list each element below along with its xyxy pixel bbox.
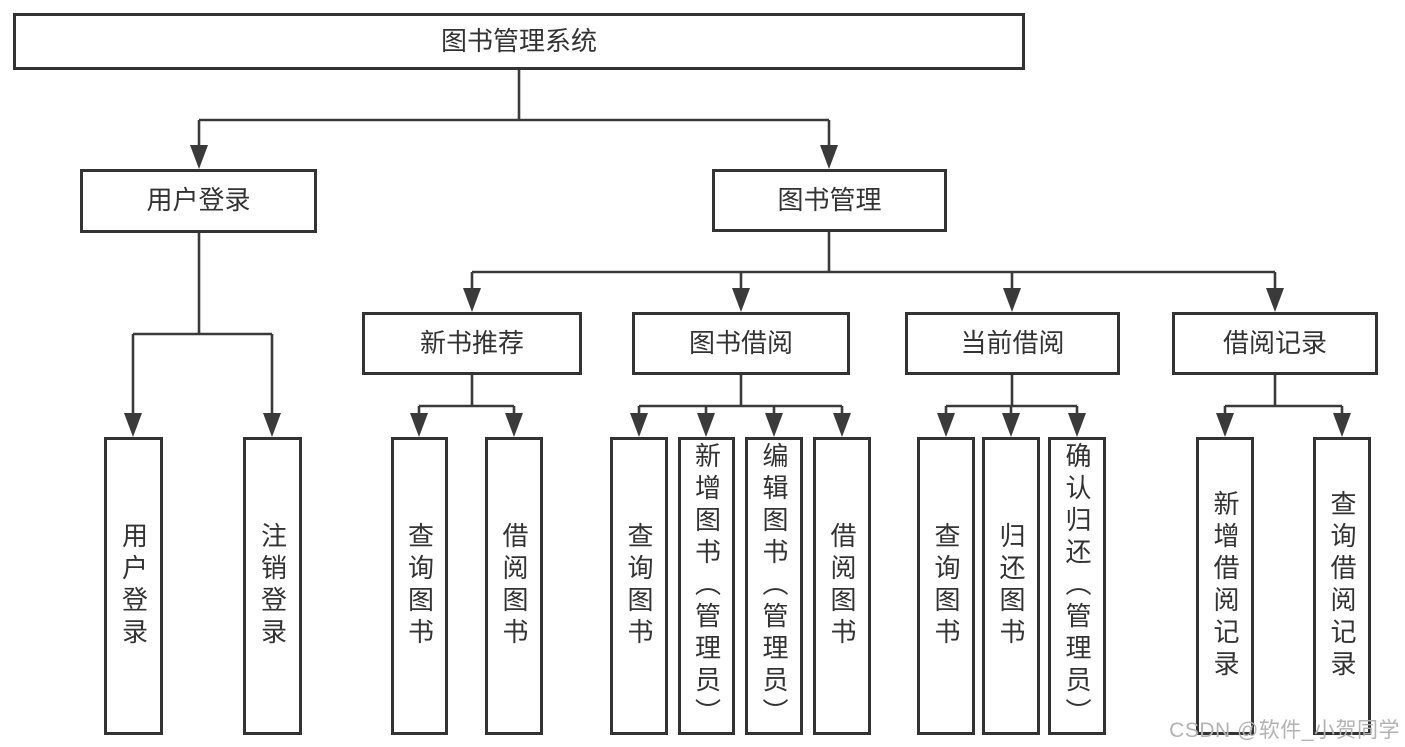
leaf-edit-book-admin: 编辑图书（管理员）: [745, 437, 803, 735]
leaf-add-borrow-record: 新增借阅记录: [1196, 437, 1254, 735]
leaf-query-books-recommend: 查询图书: [391, 437, 448, 735]
leaf-borrow-books: 借阅图书: [813, 437, 871, 735]
leaf-query-borrow-record: 查询借阅记录: [1313, 437, 1371, 735]
leaf-user-login: 用户登录: [104, 437, 163, 735]
leaf-logout: 注销登录: [243, 437, 302, 735]
connector-edges: [131, 70, 1344, 418]
node-root-system: 图书管理系统: [13, 13, 1025, 70]
leaf-return-book: 归还图书: [982, 437, 1040, 735]
leaf-add-book-admin: 新增图书（管理员）: [678, 437, 735, 735]
leaf-borrow-books-recommend: 借阅图书: [485, 437, 543, 735]
leaf-query-books-current: 查询图书: [917, 437, 975, 735]
node-borrowing-records: 借阅记录: [1172, 312, 1378, 375]
node-new-book-recommend: 新书推荐: [362, 312, 582, 375]
node-current-borrowing: 当前借阅: [905, 312, 1120, 375]
node-user-login: 用户登录: [80, 169, 317, 233]
node-book-borrowing: 图书借阅: [632, 312, 850, 375]
arrowheads: [124, 145, 1351, 437]
node-book-management: 图书管理: [712, 169, 947, 232]
leaf-query-books-borrowing: 查询图书: [610, 437, 668, 735]
leaf-confirm-return-admin: 确认归还（管理员）: [1048, 437, 1106, 735]
csdn-watermark: CSDN @软件_小贺同学: [1169, 719, 1400, 742]
